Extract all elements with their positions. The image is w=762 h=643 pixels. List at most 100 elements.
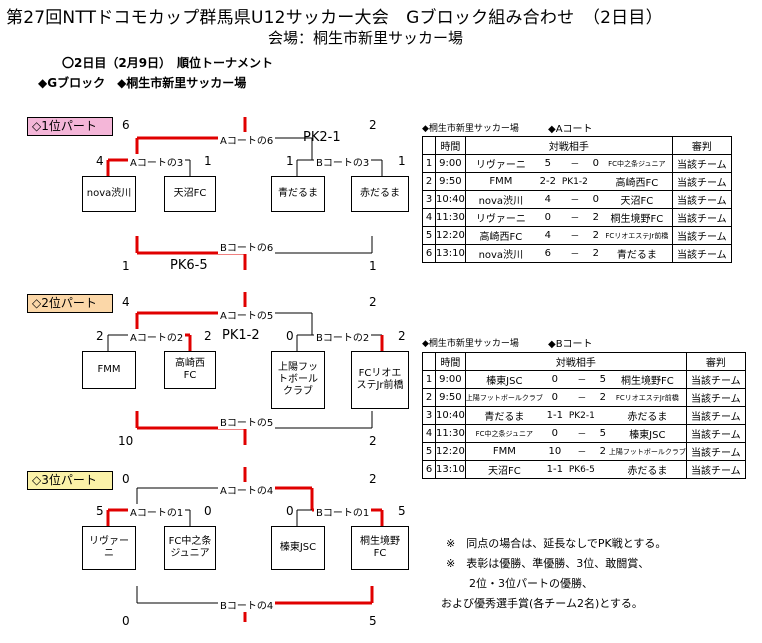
match-label: Aコートの2 [128, 329, 186, 344]
table-cell: 9:00 [435, 154, 466, 173]
note-line: ※ 表彰は優勝、準優勝、3位、敢闘賞、 [446, 557, 650, 570]
match-label: Bコートの3 [314, 154, 372, 169]
team-box: 天沼FC [164, 176, 216, 212]
table-cell: 2 [589, 226, 602, 245]
note-line: および優秀選手賞(各チーム2名)とする。 [441, 597, 643, 610]
note-line: ※ 同点の場合は、延長なしでPK戦とする。 [446, 537, 667, 550]
table-cell: 0 [589, 190, 602, 209]
note-line: 2位・3位パートの優勝、 [469, 577, 593, 590]
table-b-court: ◆Bコート [548, 339, 593, 350]
header-cell [422, 352, 436, 371]
table-cell: 上陽フットボールクラブ [608, 442, 687, 461]
team-box: 上陽フットボールクラブ [271, 351, 325, 409]
table-cell: 10:40 [435, 190, 466, 209]
table-cell: 3 [422, 406, 436, 425]
match-label: Aコートの6 [218, 132, 276, 147]
score: 2 [204, 329, 212, 343]
table-cell: － [566, 442, 597, 461]
score: 4 [96, 154, 104, 168]
table-cell: 6 [422, 460, 436, 479]
table-cell: 高崎西FC [601, 172, 673, 191]
table-cell: 5 [596, 370, 609, 389]
table-cell: 11:30 [435, 424, 466, 443]
match-label: Aコートの1 [128, 504, 186, 519]
page-title: 第27回NTTドコモカップ群馬県U12サッカー大会 Gブロック組み合わせ （2日… [6, 8, 663, 28]
table-cell: nova渋川 [464, 244, 536, 263]
score: 5 [369, 614, 377, 628]
table-cell: リヴァーニ [464, 208, 536, 227]
team-box: FCリオエステJr前橋 [351, 351, 409, 409]
table-cell: 0 [535, 208, 560, 227]
table-cell: 当該チーム [671, 154, 732, 173]
table-cell: 高崎西FC [464, 226, 536, 245]
table-a-venue: ◆桐生市新里サッカー場 [422, 124, 519, 134]
table-cell: 5 [535, 154, 560, 173]
table-cell: 天沼FC [601, 190, 673, 209]
table-cell: FCリオエステJr前橋 [601, 226, 673, 245]
table-cell: 1 [422, 370, 436, 389]
score: 0 [286, 504, 294, 518]
header-cell: 対戦相手 [464, 136, 673, 155]
table-cell: 12:20 [435, 226, 466, 245]
table-cell [596, 460, 609, 479]
team-box: nova渋川 [82, 176, 136, 212]
table-cell: 当該チーム [671, 244, 732, 263]
table-cell: 9:50 [435, 172, 466, 191]
score: 2 [96, 329, 104, 343]
score: 1 [122, 259, 130, 273]
table-cell: 10:40 [435, 406, 466, 425]
block-heading: ◆Gブロック ◆桐生市新里サッカー場 [38, 76, 247, 90]
table-cell: 9:00 [435, 370, 466, 389]
table-cell: PK6-5 [566, 460, 597, 479]
score: 2 [398, 329, 406, 343]
score: 5 [96, 504, 104, 518]
header-cell: 時間 [435, 352, 466, 371]
table-cell: 9:50 [435, 388, 466, 407]
table-cell: － [559, 226, 590, 245]
score: 6 [122, 118, 130, 132]
table-cell: 13:10 [435, 244, 466, 263]
match-label: Bコートの5 [218, 414, 276, 429]
part-label-1: ◇1位パート [27, 117, 113, 136]
table-cell: 桐生境野FC [608, 370, 687, 389]
table-cell: FMM [464, 442, 543, 461]
table-cell: 榛東JSC [464, 370, 543, 389]
table-cell: FCリオエステJr前橋 [608, 388, 687, 407]
match-label: Bコートの1 [314, 504, 372, 519]
table-cell: 4 [422, 424, 436, 443]
match-label: Aコートの5 [218, 307, 276, 322]
table-cell: 10 [542, 442, 567, 461]
score: 0 [204, 504, 212, 518]
table-cell: 0 [542, 424, 567, 443]
team-box: 青だるま [271, 176, 325, 212]
table-cell: リヴァーニ [464, 154, 536, 173]
score: 1 [369, 259, 377, 273]
table-cell: FMM [464, 172, 536, 191]
team-box: FMM [82, 351, 136, 389]
table-cell: － [559, 190, 590, 209]
score: 0 [122, 472, 130, 486]
header-cell [422, 136, 436, 155]
pk-score: PK2-1 [303, 130, 341, 145]
score: 1 [398, 154, 406, 168]
table-cell: 天沼FC [464, 460, 543, 479]
part-label-2: ◇2位パート [27, 294, 113, 313]
table-cell: 当該チーム [685, 460, 746, 479]
table-cell: 13:10 [435, 460, 466, 479]
table-cell: 当該チーム [685, 424, 746, 443]
table-cell: － [566, 388, 597, 407]
score: 1 [204, 154, 212, 168]
pk-score: PK6-5 [170, 258, 208, 273]
header-cell: 審判 [671, 136, 732, 155]
score: 2 [369, 472, 377, 486]
score: 4 [122, 295, 130, 309]
venue-heading: 会場：桐生市新里サッカー場 [268, 29, 464, 47]
match-label: Bコートの6 [218, 239, 276, 254]
